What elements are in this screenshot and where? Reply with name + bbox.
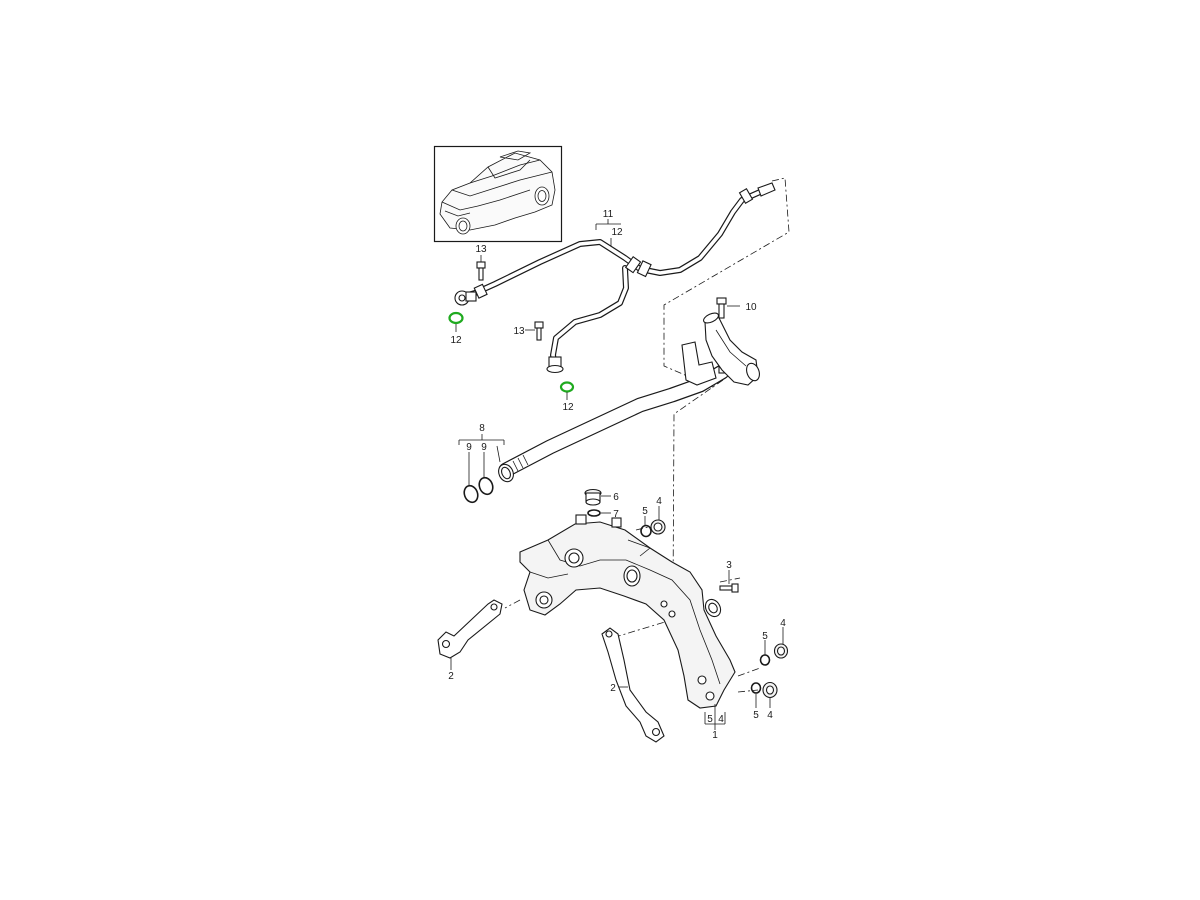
bolt-10 [716, 297, 727, 319]
suv-icon [439, 150, 556, 235]
callout-6: 6 [613, 492, 619, 503]
gasket-2-left-icon [437, 599, 503, 659]
vehicle-thumbnail [433, 145, 563, 243]
callout-2-right: 2 [610, 683, 616, 694]
hose-end-fitting [546, 356, 564, 374]
assembly-lines [504, 177, 790, 693]
coolant-pipe [498, 312, 760, 483]
callout-5-bottom: 5 [707, 714, 713, 725]
o-ring-12-left-icon [448, 311, 464, 325]
bolt-13-lower [534, 321, 544, 341]
callout-12-left: 12 [450, 335, 462, 346]
o-rings-9-icon [463, 476, 494, 504]
screw-plug-4-right-upper-icon [773, 643, 789, 659]
callout-9-left: 9 [466, 442, 472, 453]
leader-lines [450, 219, 784, 730]
callout-3: 3 [726, 560, 732, 571]
callout-12-top: 12 [611, 227, 623, 238]
callout-13-upper: 13 [475, 244, 487, 255]
banjo-fitting [454, 290, 477, 306]
callout-4-bottom: 4 [718, 714, 724, 725]
seal-ring-5-right-lower-icon [750, 682, 762, 694]
callout-7: 7 [613, 509, 619, 520]
callout-2-left: 2 [448, 671, 454, 682]
screw-plug-4-right-lower-icon [762, 681, 778, 699]
callout-labels: 11 12 13 12 13 12 10 8 9 9 6 7 5 4 3 2 2… [448, 209, 786, 741]
seal-ring-5-right-upper-icon [759, 654, 771, 666]
callout-12-right: 12 [562, 402, 574, 413]
callout-8: 8 [479, 423, 485, 434]
callout-11: 11 [603, 209, 614, 220]
screw-plug-6-icon [584, 488, 602, 506]
coolant-hose-assembly [454, 182, 776, 374]
callout-13-lower: 13 [513, 326, 525, 337]
coolant-manifold-housing [519, 514, 736, 709]
callout-4-right-lower: 4 [767, 710, 773, 721]
screw-plug-4-upper-icon [650, 519, 666, 535]
callout-5-right-upper: 5 [762, 631, 768, 642]
o-ring-12-right-icon [559, 381, 575, 393]
bolt-13-upper [476, 261, 486, 281]
callout-5-upper: 5 [642, 506, 648, 517]
callout-9-right: 9 [481, 442, 487, 453]
seal-ring-7-icon [587, 509, 601, 517]
bolt-3 [719, 583, 739, 593]
callout-10: 10 [745, 302, 757, 313]
gasket-2-right-icon [601, 627, 665, 743]
callout-4-upper: 4 [656, 496, 662, 507]
callout-4-right-upper: 4 [780, 618, 786, 629]
seal-ring-5-upper-icon [640, 524, 652, 538]
callout-1: 1 [712, 730, 718, 741]
callout-5-right-lower: 5 [753, 710, 759, 721]
